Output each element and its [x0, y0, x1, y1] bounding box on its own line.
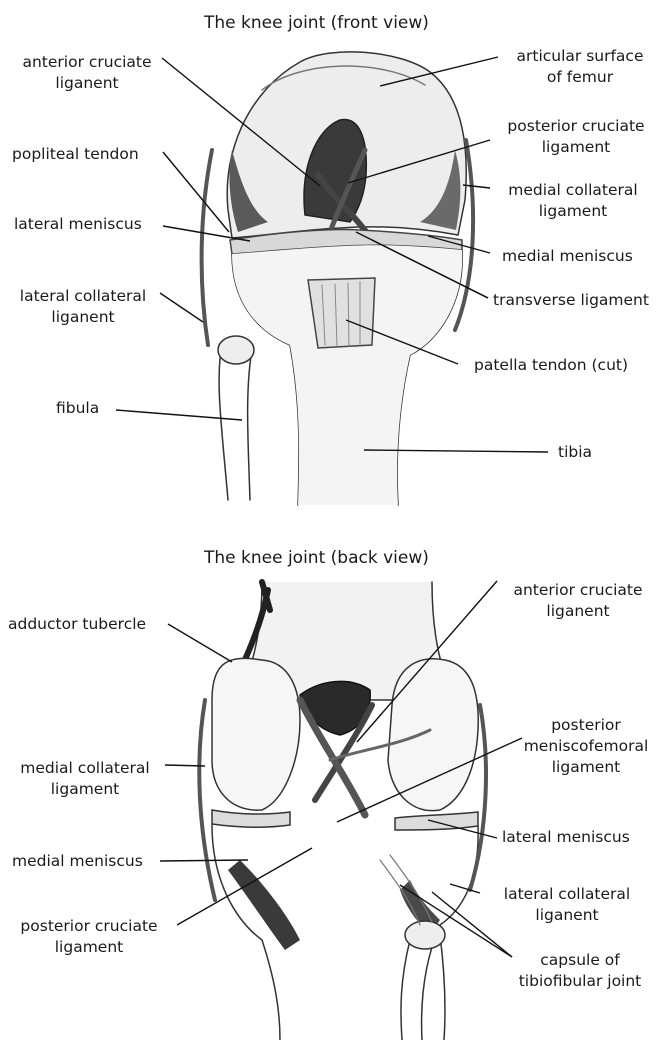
- front-label-posterior-cruciate-line1: posterior cruciate: [494, 116, 658, 137]
- front-label-medial-collateral-line1: medial collateral: [498, 180, 648, 201]
- front-view-title: The knee joint (front view): [204, 13, 429, 33]
- back-label-anterior-cruciate-line1: anterior cruciate: [500, 580, 656, 601]
- back-label-lateral-collateral-line1: lateral collateral: [484, 884, 650, 905]
- front-label-medial-meniscus-line1: medial meniscus: [502, 246, 633, 267]
- front-knee-drawing: [202, 52, 473, 505]
- front-line-lateral-collateral: [160, 293, 203, 322]
- back-line-medial-collateral: [165, 765, 205, 766]
- back-lateral-condyle: [388, 659, 478, 811]
- front-label-fibula-line1: fibula: [56, 398, 99, 419]
- front-label-anterior-cruciate-line2: liganent: [12, 73, 162, 94]
- front-label-articular-surface: articular surface of femur: [500, 46, 660, 88]
- back-line-medial-meniscus: [160, 860, 248, 861]
- back-label-medial-collateral-line2: ligament: [10, 779, 160, 800]
- front-label-medial-collateral-line2: ligament: [498, 201, 648, 222]
- back-label-adductor-tubercle: adductor tubercle: [8, 614, 146, 635]
- front-label-posterior-cruciate: posterior cruciate ligament: [494, 116, 658, 158]
- back-label-lateral-meniscus: lateral meniscus: [502, 827, 630, 848]
- back-label-posterior-meniscofemoral-line2: meniscofemoral: [516, 736, 656, 757]
- front-label-transverse-ligament: transverse ligament: [493, 290, 649, 311]
- back-label-posterior-cruciate-line2: ligament: [4, 937, 174, 958]
- front-label-lateral-collateral: lateral collateral liganent: [8, 286, 158, 328]
- back-label-adductor-tubercle-line1: adductor tubercle: [8, 614, 146, 635]
- front-label-patella-tendon: patella tendon (cut): [474, 355, 628, 376]
- back-knee-drawing: [199, 582, 486, 1040]
- front-label-posterior-cruciate-line2: ligament: [494, 137, 658, 158]
- front-fibula: [219, 345, 252, 500]
- back-label-medial-collateral: medial collateral ligament: [10, 758, 160, 800]
- front-label-lateral-meniscus-line1: lateral meniscus: [14, 214, 142, 235]
- back-lateral-meniscus: [395, 812, 478, 830]
- back-label-posterior-meniscofemoral-line3: ligament: [516, 757, 656, 778]
- front-label-popliteal-tendon-line1: popliteal tendon: [12, 144, 139, 165]
- back-label-medial-meniscus: medial meniscus: [12, 851, 143, 872]
- front-label-lateral-meniscus: lateral meniscus: [14, 214, 142, 235]
- front-line-medial-collateral: [463, 185, 490, 188]
- back-label-posterior-meniscofemoral-line1: posterior: [516, 715, 656, 736]
- back-label-medial-meniscus-line1: medial meniscus: [12, 851, 143, 872]
- front-patella-tendon: [308, 278, 375, 348]
- front-label-medial-meniscus: medial meniscus: [502, 246, 633, 267]
- back-label-capsule-line2: tibiofibular joint: [500, 971, 660, 992]
- back-line-adductor-tubercle: [168, 624, 232, 662]
- front-label-anterior-cruciate: anterior cruciate liganent: [12, 52, 162, 94]
- back-medial-condyle: [212, 658, 300, 810]
- front-label-articular-surface-line1: articular surface: [500, 46, 660, 67]
- front-label-lateral-collateral-line1: lateral collateral: [8, 286, 158, 307]
- front-label-fibula: fibula: [56, 398, 99, 419]
- front-label-patella-tendon-line1: patella tendon (cut): [474, 355, 628, 376]
- front-line-popliteal-tendon: [163, 152, 229, 232]
- front-lateral-collateral: [202, 150, 212, 345]
- back-label-capsule: capsule of tibiofibular joint: [500, 950, 660, 992]
- back-label-capsule-line1: capsule of: [500, 950, 660, 971]
- front-label-lateral-collateral-line2: liganent: [8, 307, 158, 328]
- back-line-lateral-collateral: [450, 884, 480, 893]
- back-label-lateral-meniscus-line1: lateral meniscus: [502, 827, 630, 848]
- front-label-articular-surface-line2: of femur: [500, 67, 660, 88]
- back-label-posterior-cruciate: posterior cruciate ligament: [4, 916, 174, 958]
- back-label-medial-collateral-line1: medial collateral: [10, 758, 160, 779]
- front-label-transverse-ligament-line1: transverse ligament: [493, 290, 649, 311]
- front-label-popliteal-tendon: popliteal tendon: [12, 144, 139, 165]
- back-label-lateral-collateral: lateral collateral liganent: [484, 884, 650, 926]
- back-label-posterior-cruciate-line1: posterior cruciate: [4, 916, 174, 937]
- back-label-anterior-cruciate: anterior cruciate liganent: [500, 580, 656, 622]
- back-view-title: The knee joint (back view): [204, 548, 429, 568]
- back-label-lateral-collateral-line2: liganent: [484, 905, 650, 926]
- front-label-tibia: tibia: [558, 442, 592, 463]
- front-label-tibia-line1: tibia: [558, 442, 592, 463]
- back-label-posterior-meniscofemoral: posterior meniscofemoral ligament: [516, 715, 656, 778]
- back-medial-meniscus: [212, 810, 290, 827]
- back-label-anterior-cruciate-line2: liganent: [500, 601, 656, 622]
- front-label-medial-collateral: medial collateral ligament: [498, 180, 648, 222]
- front-line-fibula: [116, 410, 242, 420]
- front-label-anterior-cruciate-line1: anterior cruciate: [12, 52, 162, 73]
